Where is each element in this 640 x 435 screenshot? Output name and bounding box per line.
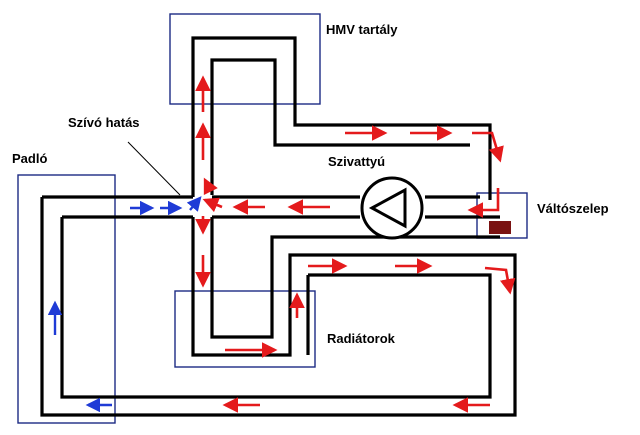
cold-flow-arrows	[47, 196, 202, 413]
pump-icon	[360, 176, 424, 240]
hot-flow-arrows	[195, 75, 516, 413]
label-diverter-valve: Váltószelep	[537, 201, 609, 216]
pipe-network	[40, 36, 517, 417]
label-floor: Padló	[12, 151, 47, 166]
floor-heating-box	[17, 174, 116, 424]
diverter-valve-block	[489, 221, 511, 234]
label-pump: Szivattyú	[328, 154, 385, 169]
hmv-tank-box	[169, 13, 321, 105]
radiators-box	[174, 290, 316, 368]
suction-pointer	[127, 141, 181, 196]
label-hmv-tank: HMV tartály	[326, 22, 398, 37]
label-radiators: Radiátorok	[327, 331, 396, 346]
label-suction-effect: Szívó hatás	[68, 115, 140, 130]
